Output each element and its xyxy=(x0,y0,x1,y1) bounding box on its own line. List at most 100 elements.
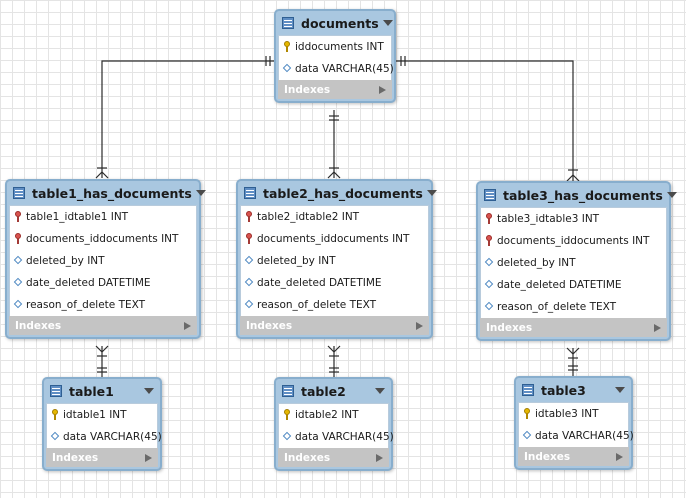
triangle-down-icon[interactable] xyxy=(195,190,206,196)
diamond-icon xyxy=(485,257,494,269)
column-name: date_deleted DATETIME xyxy=(257,277,382,289)
foreign-key-icon xyxy=(245,233,254,245)
indexes-section[interactable]: Indexes xyxy=(46,448,158,467)
relationship-table2-table2-has-documents[interactable] xyxy=(327,345,341,378)
column-name: idtable3 INT xyxy=(535,408,599,420)
column-row[interactable]: data VARCHAR(45) xyxy=(519,425,634,447)
column-row[interactable]: idtable3 INT xyxy=(519,403,628,425)
column-row[interactable]: deleted_by INT xyxy=(481,252,666,274)
relationship-documents-table1-has-documents[interactable] xyxy=(95,56,276,179)
foreign-key-icon xyxy=(485,235,494,247)
triangle-down-icon[interactable] xyxy=(666,192,677,198)
relationship-table1-table1-has-documents[interactable] xyxy=(95,345,109,378)
table-icon xyxy=(244,187,256,199)
entity-title: table2 xyxy=(301,383,346,399)
column-row[interactable]: iddocuments INT xyxy=(279,36,391,58)
table-icon xyxy=(522,384,534,396)
triangle-down-icon[interactable] xyxy=(426,190,437,196)
column-name: data VARCHAR(45) xyxy=(63,431,162,443)
column-row[interactable]: table2_idtable2 INT xyxy=(241,206,428,228)
column-name: date_deleted DATETIME xyxy=(26,277,151,289)
triangle-right-icon[interactable] xyxy=(416,321,423,330)
key-icon xyxy=(283,41,292,53)
relationship-table3-table3-has-documents[interactable] xyxy=(566,347,580,376)
column-row[interactable]: documents_iddocuments INT xyxy=(10,228,196,250)
indexes-section[interactable]: Indexes xyxy=(278,448,389,467)
column-row[interactable]: reason_of_delete TEXT xyxy=(241,294,428,316)
entity-table2[interactable]: table2 idtable2 INT data VARCHAR(45) Ind… xyxy=(274,377,394,471)
column-name: data VARCHAR(45) xyxy=(535,430,634,442)
diamond-icon xyxy=(51,431,60,443)
triangle-right-icon[interactable] xyxy=(379,85,386,94)
indexes-label: Indexes xyxy=(284,83,331,96)
column-row[interactable]: documents_iddocuments INT xyxy=(241,228,428,250)
column-row[interactable]: data VARCHAR(45) xyxy=(279,58,394,80)
column-row[interactable]: idtable1 INT xyxy=(47,404,157,426)
triangle-right-icon[interactable] xyxy=(145,453,152,462)
column-row[interactable]: deleted_by INT xyxy=(10,250,196,272)
triangle-down-icon[interactable] xyxy=(615,387,625,393)
relationship-documents-table3-has-documents[interactable] xyxy=(395,56,580,182)
triangle-down-icon[interactable] xyxy=(144,388,154,394)
foreign-key-icon xyxy=(14,211,23,223)
indexes-section[interactable]: Indexes xyxy=(278,80,392,99)
triangle-right-icon[interactable] xyxy=(184,321,191,330)
entity-header[interactable]: table2 xyxy=(276,379,391,403)
entity-header[interactable]: table3 xyxy=(516,378,631,402)
column-list: table1_idtable1 INT documents_iddocument… xyxy=(9,205,197,316)
indexes-section[interactable]: Indexes xyxy=(518,447,629,466)
column-row[interactable]: table1_idtable1 INT xyxy=(10,206,196,228)
triangle-down-icon[interactable] xyxy=(382,20,393,26)
column-list: table3_idtable3 INT documents_iddocument… xyxy=(480,207,667,318)
indexes-label: Indexes xyxy=(524,450,571,463)
entity-table1[interactable]: table1 idtable1 INT data VARCHAR(45) Ind… xyxy=(42,377,162,471)
triangle-right-icon[interactable] xyxy=(654,323,661,332)
column-row[interactable]: deleted_by INT xyxy=(241,250,428,272)
column-row[interactable]: documents_iddocuments INT xyxy=(481,230,666,252)
column-row[interactable]: data VARCHAR(45) xyxy=(47,426,162,448)
entity-documents[interactable]: documents iddocuments INT data VARCHAR(4… xyxy=(274,9,396,103)
column-list: iddocuments INT data VARCHAR(45) xyxy=(278,35,394,80)
diamond-icon xyxy=(523,430,532,442)
entity-table2-has-documents[interactable]: table2_has_documents table2_idtable2 INT… xyxy=(236,179,437,339)
column-name: documents_iddocuments INT xyxy=(26,233,179,245)
column-row[interactable]: date_deleted DATETIME xyxy=(481,274,666,296)
indexes-label: Indexes xyxy=(284,451,331,464)
column-row[interactable]: date_deleted DATETIME xyxy=(241,272,428,294)
triangle-down-icon[interactable] xyxy=(375,388,385,394)
diamond-icon xyxy=(14,255,23,267)
indexes-section[interactable]: Indexes xyxy=(240,316,429,335)
column-row[interactable]: table3_idtable3 INT xyxy=(481,208,666,230)
indexes-label: Indexes xyxy=(246,319,293,332)
entity-table1-has-documents[interactable]: table1_has_documents table1_idtable1 INT… xyxy=(5,179,206,339)
entity-table3[interactable]: table3 idtable3 INT data VARCHAR(45) Ind… xyxy=(514,376,634,470)
entity-header[interactable]: table1_has_documents xyxy=(7,181,206,205)
entity-header[interactable]: table1 xyxy=(44,379,160,403)
triangle-right-icon[interactable] xyxy=(376,453,383,462)
column-row[interactable]: date_deleted DATETIME xyxy=(10,272,196,294)
entity-title: table3_has_documents xyxy=(503,187,663,203)
column-row[interactable]: data VARCHAR(45) xyxy=(279,426,394,448)
indexes-label: Indexes xyxy=(486,321,533,334)
entity-header[interactable]: documents xyxy=(276,11,394,35)
indexes-section[interactable]: Indexes xyxy=(9,316,197,335)
column-list: idtable1 INT data VARCHAR(45) xyxy=(46,403,162,448)
foreign-key-icon xyxy=(14,233,23,245)
diamond-icon xyxy=(485,279,494,291)
table-icon xyxy=(13,187,25,199)
triangle-right-icon[interactable] xyxy=(616,452,623,461)
entity-header[interactable]: table3_has_documents xyxy=(478,183,677,207)
column-name: idtable2 INT xyxy=(295,409,359,421)
indexes-label: Indexes xyxy=(15,319,62,332)
foreign-key-icon xyxy=(245,211,254,223)
diamond-icon xyxy=(245,299,254,311)
column-row[interactable]: reason_of_delete TEXT xyxy=(10,294,196,316)
column-row[interactable]: idtable2 INT xyxy=(279,404,388,426)
entity-header[interactable]: table2_has_documents xyxy=(238,181,437,205)
relationship-documents-table2-has-documents[interactable] xyxy=(327,110,341,179)
entity-title: table1 xyxy=(69,383,114,399)
entity-table3-has-documents[interactable]: table3_has_documents table3_idtable3 INT… xyxy=(476,181,677,341)
column-row[interactable]: reason_of_delete TEXT xyxy=(481,296,666,318)
indexes-section[interactable]: Indexes xyxy=(480,318,667,337)
